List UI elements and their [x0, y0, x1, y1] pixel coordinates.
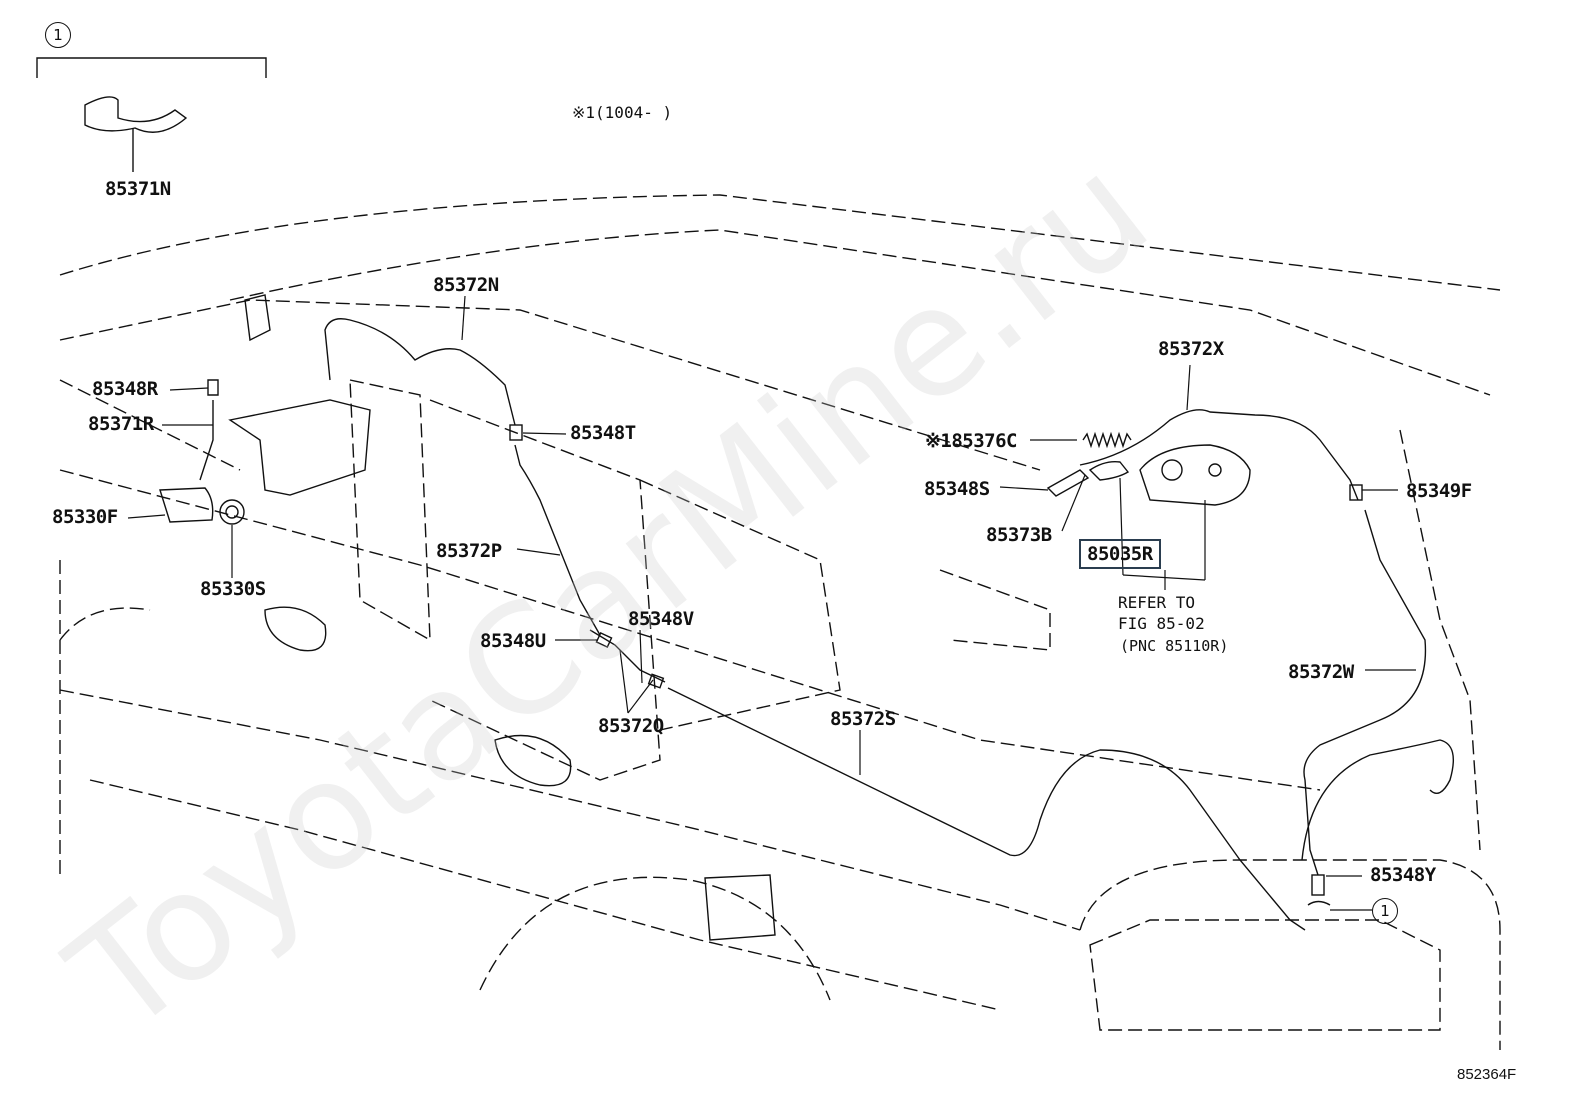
rear-door-handle	[494, 734, 572, 787]
tailgate-outline	[1079, 859, 1501, 1050]
part-label-85348r[interactable]: 85348R	[92, 378, 158, 400]
refer-to-line1: REFER TO	[1118, 593, 1196, 612]
door-front	[349, 379, 431, 642]
lower-body-line	[59, 689, 1081, 931]
rear-wheel-arch	[479, 876, 831, 1001]
hose-85372n	[324, 318, 516, 426]
part-label-85371r[interactable]: 85371R	[88, 413, 154, 435]
door-rear	[429, 399, 661, 781]
fuel-lid	[704, 874, 776, 941]
rear-washer-pump-drawing	[1139, 444, 1251, 506]
rocker-line	[89, 779, 1001, 1011]
part-label-85349f[interactable]: 85349F	[1406, 480, 1472, 502]
part-label-85372x[interactable]: 85372X	[1158, 338, 1224, 360]
front-wheel-arch	[59, 607, 151, 641]
part-label-85376c[interactable]: ※185376C	[925, 430, 1018, 452]
front-door-handle	[264, 606, 327, 652]
clip-85371n-drawing	[84, 96, 188, 133]
figure-number: 852364F	[1457, 1066, 1517, 1083]
spring-85376c	[1082, 431, 1132, 449]
hose-85372x	[1079, 409, 1359, 501]
hose-85372w	[1303, 509, 1427, 876]
part-label-85348y[interactable]: 85348Y	[1370, 864, 1436, 886]
tailgate-window	[1089, 919, 1441, 1031]
part-label-85348s[interactable]: 85348S	[924, 478, 990, 500]
hose-85372p	[514, 444, 601, 636]
part-label-85330f[interactable]: 85330F	[52, 506, 118, 528]
windshield-line	[59, 299, 1041, 471]
part-label-85035r[interactable]: 85035R	[1079, 539, 1161, 569]
applicability-note: ※1(1004- )	[572, 103, 673, 122]
washer-pump-drawing	[159, 487, 214, 523]
body-side-line	[59, 469, 1321, 791]
part-label-85372w[interactable]: 85372W	[1288, 661, 1354, 683]
part-label-85372n[interactable]: 85372N	[433, 274, 499, 296]
group-bracket	[36, 57, 267, 78]
part-label-85373b[interactable]: 85373B	[986, 524, 1052, 546]
part-label-85371n[interactable]: 85371N	[105, 178, 171, 200]
group-ref-circle-2: 1	[1372, 898, 1398, 924]
part-label-85372q[interactable]: 85372Q	[598, 715, 664, 737]
group-ref-circle: 1	[45, 22, 71, 48]
rear-window	[639, 479, 841, 731]
hood-line	[59, 379, 241, 471]
hose-85372s	[667, 687, 1306, 931]
washer-tank-drawing	[228, 294, 371, 496]
roof-line	[59, 194, 1501, 291]
part-label-85372p[interactable]: 85372P	[436, 540, 502, 562]
refer-to-line3: (PNC 85110R)	[1120, 637, 1229, 655]
roof-inner-line	[229, 229, 1491, 396]
quarter-window	[939, 569, 1051, 651]
part-label-85348v[interactable]: 85348V	[628, 608, 694, 630]
part-label-85348t[interactable]: 85348T	[570, 422, 636, 444]
part-label-85348u[interactable]: 85348U	[480, 630, 546, 652]
part-label-85372s[interactable]: 85372S	[830, 708, 896, 730]
part-label-85330s[interactable]: 85330S	[200, 578, 266, 600]
refer-to-line2: FIG 85-02	[1118, 614, 1205, 633]
